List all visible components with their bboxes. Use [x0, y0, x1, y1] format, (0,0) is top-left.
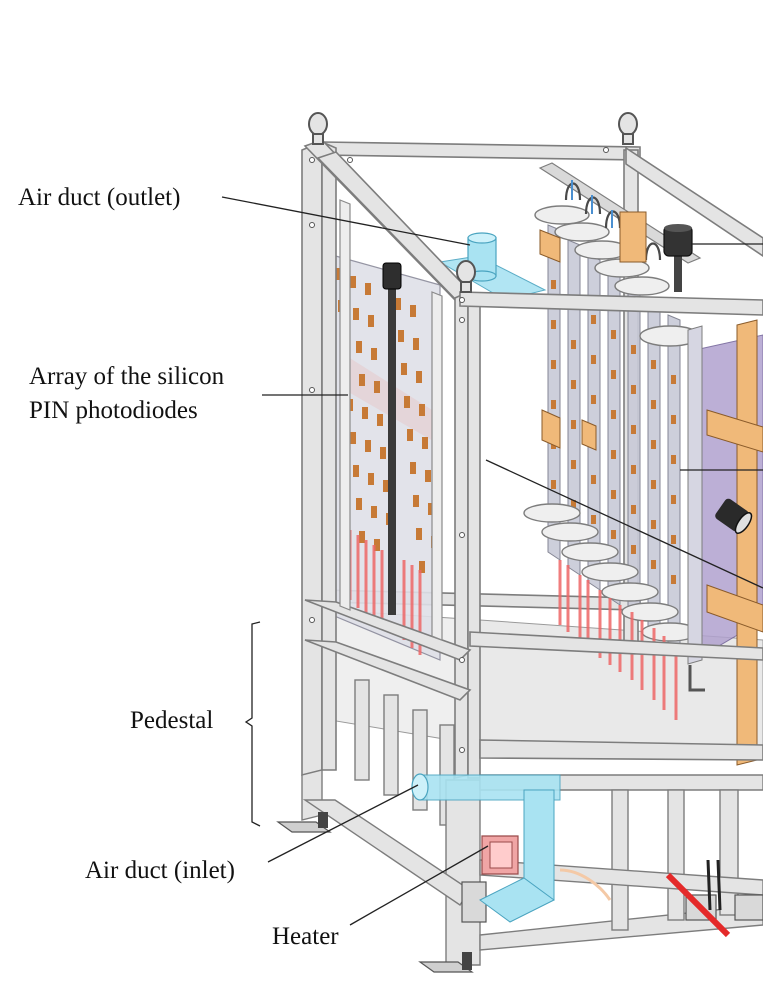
label-air-duct-outlet: Air duct (outlet)	[18, 184, 180, 211]
side-panels	[687, 319, 763, 766]
inner-uprights	[339, 199, 443, 641]
label-array-line2: PIN photodiodes	[29, 397, 198, 424]
air-duct-inlet	[411, 773, 561, 923]
wooden-spacers-back	[539, 211, 647, 451]
label-air-duct-inlet: Air duct (inlet)	[85, 857, 235, 884]
label-heater: Heater	[272, 923, 339, 950]
leader-lines	[221, 196, 763, 926]
front-frame	[301, 139, 763, 780]
gauge-back	[663, 224, 693, 292]
lifting-eye-bolts	[308, 112, 638, 293]
label-pedestal: Pedestal	[130, 707, 213, 734]
heater	[481, 835, 612, 901]
label-array-line1: Array of the silicon	[29, 363, 225, 390]
cable-tray	[665, 859, 731, 938]
rivets	[309, 147, 609, 753]
